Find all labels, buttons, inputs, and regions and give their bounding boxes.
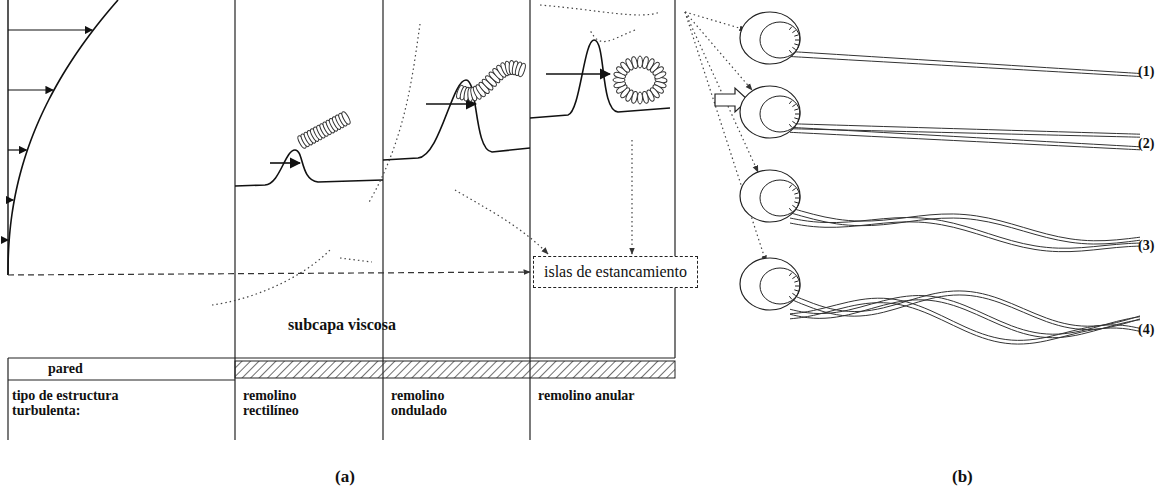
vortex-head: [740, 258, 800, 310]
vortex-ring: [654, 70, 667, 80]
vortex-leg: [790, 300, 1140, 338]
rotation-tick: [792, 104, 795, 106]
hairpin-vortices: [740, 12, 1140, 344]
profile-curve: [8, 0, 118, 275]
dashed-leader-line: [8, 272, 530, 275]
rotation-tick: [792, 121, 795, 123]
rotation-tick: [795, 40, 799, 41]
rotation-tick: [794, 290, 798, 291]
velocity-arrow: [8, 199, 13, 200]
vortex-tubes: [296, 56, 667, 149]
rotation-tick: [795, 286, 799, 287]
rotation-tick: [794, 44, 798, 45]
rotation-tick: [794, 281, 798, 282]
rotation-tick: [789, 296, 791, 299]
hairpin-vortex: [740, 170, 1140, 252]
velocity-profile: [8, 0, 118, 275]
rotation-tick: [789, 50, 791, 53]
hairpin-vortex: [740, 258, 1140, 344]
hairpin-vortex: [740, 12, 1140, 77]
vortex-core: [760, 268, 800, 304]
vortex-leg: [790, 52, 1140, 74]
rotation-tick: [789, 208, 791, 211]
callout-number: (1): [1138, 64, 1164, 79]
rotation-tick: [789, 273, 791, 276]
column-label: remolino rectilíneo: [243, 388, 353, 419]
vortex-leg: [790, 218, 1140, 249]
vortex-ring: [340, 111, 351, 126]
callout-box: islas de estancamiento: [533, 256, 698, 288]
callout-number: (3): [1138, 238, 1164, 253]
column-label: remolino ondulado: [391, 388, 501, 419]
vortex-leg: [790, 298, 1140, 340]
streak-profile: [235, 40, 670, 186]
rotation-tick: [795, 114, 799, 115]
vortex-leg: [790, 132, 1140, 150]
dashed-leader: [8, 272, 530, 275]
rotation-tick: [794, 193, 798, 194]
callout-number: (2): [1138, 136, 1164, 151]
panel-caption: (b): [952, 468, 992, 487]
vortex-head: [740, 12, 800, 64]
rotation-tick: [792, 293, 795, 295]
vortex-leg: [790, 213, 1140, 244]
rotation-tick: [794, 35, 798, 36]
vortex-leg: [790, 127, 1140, 147]
profile-axis: [7, 0, 8, 275]
dotted-leader: [212, 5, 766, 305]
vortex-head: [740, 86, 800, 138]
velocity-arrow: [8, 89, 53, 90]
rotation-tick: [792, 188, 795, 190]
velocity-arrow: [8, 29, 92, 30]
vortex-leg: [790, 57, 1140, 77]
callout-text: islas de estancamiento: [544, 263, 687, 281]
rotation-tick: [789, 185, 791, 188]
rotation-tick: [792, 30, 795, 32]
vortex-leg: [790, 295, 1140, 330]
rotation-tick: [792, 276, 795, 278]
row-header: tipo de estructura turbulenta:: [12, 388, 144, 419]
rotation-tick: [794, 118, 798, 119]
region-label: subcapa viscosa: [288, 316, 438, 334]
hairpin-vortex: [740, 86, 1140, 150]
vortex-core: [760, 180, 800, 216]
flow-arrow: [270, 74, 610, 163]
vortex-leg: [790, 222, 1140, 252]
wall-hatch: [235, 361, 675, 378]
panel-frame: [8, 0, 675, 440]
rotation-tick: [794, 202, 798, 203]
velocity-arrow: [8, 149, 26, 150]
vortex-core: [760, 96, 800, 132]
wall-label: pared: [48, 361, 168, 376]
rotation-tick: [794, 109, 798, 110]
vortex-ring: [638, 56, 643, 68]
velocity-arrow: [7, 239, 8, 240]
rotation-tick: [789, 27, 791, 30]
rotation-tick: [792, 47, 795, 49]
column-label: remolino anular: [538, 388, 648, 403]
vortex-ring: [517, 63, 526, 78]
vortex-core: [760, 22, 800, 58]
panel-caption: (a): [335, 468, 375, 487]
vortex-leg: [790, 303, 1140, 344]
rotation-tick: [792, 205, 795, 207]
rotation-tick: [789, 124, 791, 127]
rotation-tick: [795, 198, 799, 199]
callout-number: (4): [1138, 322, 1164, 337]
vortex-leg: [790, 296, 1140, 335]
vortex-ring: [638, 92, 643, 104]
rotation-tick: [789, 101, 791, 104]
vortex-head: [740, 170, 800, 222]
